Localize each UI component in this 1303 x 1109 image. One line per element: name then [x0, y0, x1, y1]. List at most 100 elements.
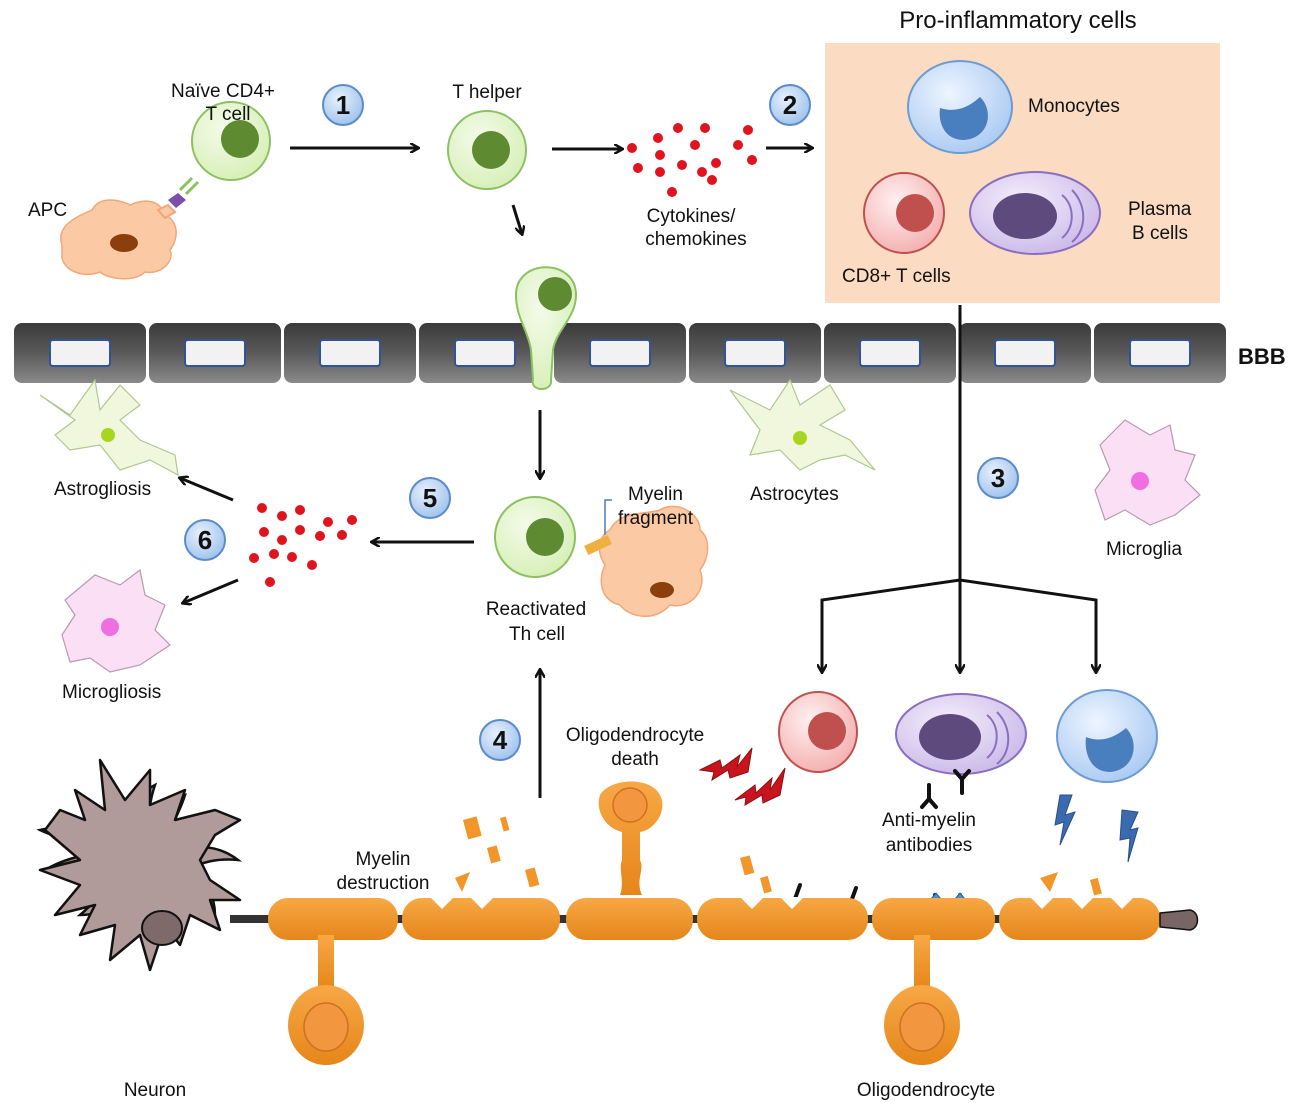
step-number: 2 [783, 90, 797, 120]
tight-junction [184, 339, 246, 367]
myelin-damage [1070, 897, 1094, 909]
step-badge-2: 2 [769, 84, 811, 126]
myelin-fragment [455, 872, 470, 892]
cytokine-dot [653, 133, 663, 143]
myelin-fragment [525, 867, 540, 888]
step-number: 3 [991, 463, 1005, 493]
step-circle [184, 519, 226, 561]
cytokine-dot [747, 155, 757, 165]
cytokine-dot [277, 511, 287, 521]
cytokine-dot [337, 530, 347, 540]
tight-junction [319, 339, 381, 367]
cytokine-dot [697, 167, 707, 177]
microgliosis-label: Microgliosis [62, 682, 161, 703]
myelin-damage [1030, 897, 1054, 909]
step-number: 4 [493, 725, 508, 755]
naive-cd4-t-cell [191, 101, 271, 181]
cytokine-dot [700, 123, 710, 133]
cytokine-dot [743, 125, 753, 135]
cytokine-dot [655, 167, 665, 177]
myelin-fragment [740, 855, 755, 876]
reactivated-label-line1: Reactivated [486, 599, 586, 620]
neuron-body [38, 758, 242, 972]
myelin-destruction-label-line1: Myelin [356, 849, 411, 870]
t-helper-label: T helper [452, 82, 522, 103]
step-badge-5: 5 [409, 477, 451, 519]
myelin-segment [999, 898, 1160, 940]
myelin-damage [740, 897, 764, 909]
cytokine-dot [259, 527, 269, 537]
plasma-b-cell-attacking [895, 693, 1027, 775]
cytokines-label-line2: chemokines [645, 229, 746, 250]
pro-inflammatory-title: Pro-inflammatory cells [899, 7, 1136, 34]
plasma-b-cell [969, 171, 1101, 255]
astrocyte-right [729, 378, 876, 471]
tight-junction [454, 339, 516, 367]
monocyte-cell [907, 60, 1013, 154]
cytokine-dot [677, 160, 687, 170]
tight-junction [859, 339, 921, 367]
cytokine-dot [277, 535, 287, 545]
step-circle [977, 457, 1019, 499]
plasma-label-line2: B cells [1132, 223, 1188, 244]
step-number: 6 [198, 525, 212, 555]
cytokine-dot [655, 150, 665, 160]
arrow-to-bbb [511, 204, 522, 234]
astrogliosis-label: Astrogliosis [54, 479, 151, 500]
myelin-fragments [455, 816, 1102, 896]
myelin-fragment [1040, 872, 1058, 892]
monocyte-lightning-icon [1054, 794, 1139, 863]
t-cell-transmigrating [514, 266, 578, 390]
myelin-damage [470, 897, 494, 909]
myelin-segment [697, 898, 868, 940]
cytokine-dot [667, 187, 677, 197]
myelin-fragment-label-line1: Myelin [628, 484, 683, 505]
microglia-label: Microglia [1106, 539, 1182, 560]
cytokines-label-line1: Cytokines/ [647, 206, 736, 227]
arrow-to-microgliosis [183, 578, 239, 603]
cytokine-dot [633, 163, 643, 173]
microglia-left [61, 568, 171, 673]
cytokine-dot [711, 158, 721, 168]
oligo-death-label-line2: death [611, 749, 659, 770]
cytokine-dot [733, 140, 743, 150]
myelin-segment [872, 898, 995, 940]
tight-junction [724, 339, 786, 367]
neuron-label: Neuron [124, 1080, 186, 1101]
oligodendrocyte-label: Oligodendrocyte [857, 1080, 995, 1101]
cytokine-dot [287, 552, 297, 562]
apc-cell [60, 176, 200, 280]
myelin-damage [1110, 897, 1134, 909]
blood-brain-barrier [14, 323, 1226, 383]
cytokine-dot [269, 549, 279, 559]
myelin-fragment-label-line2: fragment [618, 508, 694, 529]
antibody-icon [953, 769, 971, 795]
cytokine-dot [323, 517, 333, 527]
anti-myelin-label-line2: antibodies [886, 835, 973, 856]
apc-with-myelin [584, 505, 709, 618]
step-badge-3: 3 [977, 457, 1019, 499]
astrocyte-left [39, 378, 179, 477]
myelin-segment [268, 898, 398, 940]
plasma-label-line1: Plasma [1128, 199, 1192, 220]
myelin-segment [566, 898, 693, 940]
tight-junction [589, 339, 651, 367]
oligodendrocyte-left [288, 935, 364, 1065]
step-circle [479, 719, 521, 761]
cytokine-dot [673, 123, 683, 133]
myelin-fragment [463, 816, 482, 840]
anti-myelin-label-line1: Anti-myelin [882, 810, 976, 831]
cytokine-dot [347, 515, 357, 525]
dying-oligodendrocyte [598, 781, 663, 895]
naive-cd4-label-line2: T cell [205, 104, 250, 125]
arrow-to-astrogliosis [180, 478, 234, 502]
cytokine-dot [307, 560, 317, 570]
oligo-death-label-line1: Oligodendrocyte [566, 725, 704, 746]
step-circle [322, 84, 364, 126]
myelin-fragment [760, 875, 772, 894]
t-helper-cell [447, 110, 527, 190]
cytokines-cluster-top [627, 123, 757, 197]
myelin-sheath [268, 897, 1160, 940]
step-badge-1: 1 [322, 84, 364, 126]
